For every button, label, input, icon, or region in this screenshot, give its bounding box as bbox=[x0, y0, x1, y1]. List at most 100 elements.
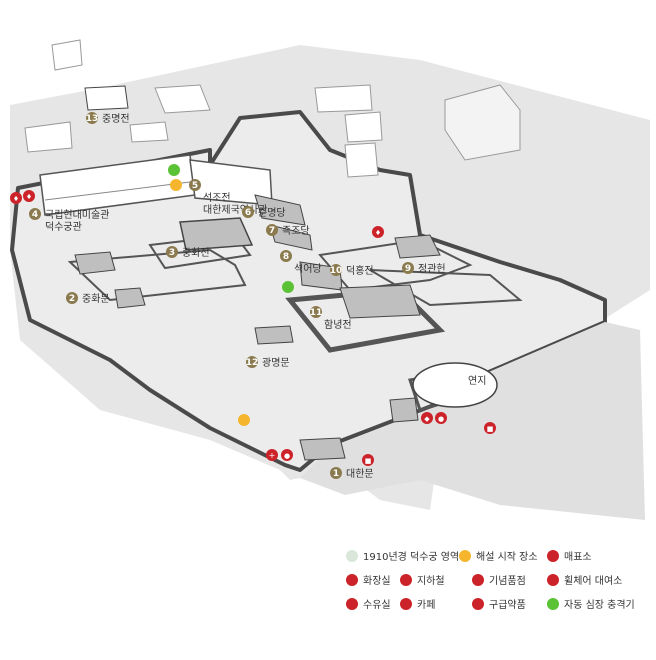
legend-item-first-aid-icon: 구급약품 bbox=[472, 598, 526, 611]
place-label: 중화전 bbox=[182, 247, 210, 259]
buildings bbox=[24, 39, 521, 461]
place-marker-3[interactable]: 3 중화전 bbox=[166, 246, 210, 259]
subway-icon[interactable]: ■ bbox=[484, 422, 496, 434]
svg-text:■: ■ bbox=[365, 457, 372, 465]
place-label: 즉조당 bbox=[282, 225, 310, 237]
legend-label: 휠체어 대여소 bbox=[564, 574, 622, 587]
place-marker-9[interactable]: 9 정관헌 bbox=[402, 262, 446, 275]
place-number: 2 bbox=[69, 294, 75, 304]
ticket-icon bbox=[547, 550, 559, 562]
restroom-icon[interactable]: ♦ bbox=[23, 190, 35, 202]
legend-item-souvenir-icon: 기념품점 bbox=[472, 574, 526, 587]
svg-text:+: + bbox=[269, 451, 276, 460]
svg-text:♦: ♦ bbox=[26, 193, 32, 201]
place-label: 중명전 bbox=[102, 113, 130, 125]
place-label: 석어당 bbox=[294, 263, 322, 275]
souvenir-icon bbox=[472, 574, 484, 586]
pond-label: 연지 bbox=[468, 375, 486, 387]
place-label: 광명문 bbox=[262, 357, 290, 369]
cafe-icon[interactable]: ◆ bbox=[421, 412, 433, 424]
restroom-icon[interactable]: ♦ bbox=[10, 192, 22, 204]
sun-icon[interactable] bbox=[238, 414, 250, 426]
legend-label: 매표소 bbox=[564, 551, 592, 563]
cafe-icon bbox=[400, 598, 412, 610]
restroom-icon bbox=[346, 574, 358, 586]
place-number: 4 bbox=[32, 210, 38, 220]
place-number: 8 bbox=[283, 252, 289, 262]
aed-icon bbox=[547, 598, 559, 610]
legend-item-restroom-icon: 화장실 bbox=[346, 574, 391, 587]
place-marker-2[interactable]: 2 중화문 bbox=[66, 292, 110, 305]
nursing-room-icon bbox=[346, 598, 358, 610]
place-number: 11 bbox=[310, 308, 323, 318]
place-label: 중화문 bbox=[82, 293, 110, 305]
place-label: 함녕전 bbox=[324, 319, 352, 331]
svg-text:♦: ♦ bbox=[13, 195, 19, 203]
pond bbox=[412, 362, 498, 408]
place-number: 1 bbox=[333, 469, 339, 479]
restroom-icon[interactable]: ♦ bbox=[372, 226, 384, 238]
place-label: 덕홍전 bbox=[346, 264, 374, 277]
legend-item-area-swatch: 1910년경 덕수궁 영역 bbox=[346, 550, 459, 563]
first-aid-icon bbox=[472, 598, 484, 610]
area-swatch bbox=[346, 550, 358, 562]
legend-label: 구급약품 bbox=[489, 599, 526, 611]
legend-item-subway-icon: 지하철 bbox=[400, 574, 445, 587]
place-marker-7[interactable]: 7 즉조당 bbox=[266, 224, 310, 237]
aed-icon[interactable] bbox=[168, 164, 180, 176]
aed-icon[interactable] bbox=[282, 281, 294, 293]
legend-label: 자동 심장 충격기 bbox=[564, 598, 635, 611]
legend-label: 해설 시작 장소 bbox=[476, 550, 538, 563]
place-label: 정관헌 bbox=[418, 263, 446, 275]
legend-item-sun-icon: 해설 시작 장소 bbox=[459, 550, 538, 563]
place-marker-8[interactable]: 8 석어당 bbox=[280, 250, 322, 275]
svg-text:●: ● bbox=[438, 415, 444, 423]
wheelchair-icon[interactable]: ● bbox=[281, 449, 293, 461]
sun-icon[interactable] bbox=[170, 179, 182, 191]
svg-text:◆: ◆ bbox=[424, 415, 430, 423]
legend-label: 지하철 bbox=[417, 574, 445, 587]
place-label: 준명당 bbox=[258, 207, 286, 219]
place-number: 5 bbox=[192, 181, 198, 191]
place-label: 석조전 bbox=[203, 192, 231, 204]
subway-icon bbox=[400, 574, 412, 586]
legend-label: 화장실 bbox=[363, 575, 391, 587]
legend-item-ticket-icon: 매표소 bbox=[547, 550, 592, 563]
first-aid-icon[interactable]: + bbox=[266, 449, 278, 461]
legend-label: 카페 bbox=[417, 599, 435, 611]
legend-item-cafe-icon: 카페 bbox=[400, 598, 435, 611]
place-number: 9 bbox=[405, 264, 411, 274]
map-facility-icons: ♦ ♦ ♦ ◆ ● ■ + ● ■ bbox=[10, 164, 496, 466]
wheelchair-icon bbox=[547, 574, 559, 586]
place-number: 13 bbox=[86, 114, 99, 124]
legend-label: 수유실 bbox=[363, 599, 391, 611]
place-label: 대한문 bbox=[346, 468, 374, 480]
ticket-icon[interactable]: ■ bbox=[362, 454, 374, 466]
place-number: 10 bbox=[330, 266, 343, 276]
place-marker-1[interactable]: 1 대한문 bbox=[330, 467, 374, 480]
sun-icon bbox=[459, 550, 471, 562]
legend-label: 1910년경 덕수궁 영역 bbox=[363, 550, 459, 563]
place-number: 3 bbox=[169, 248, 175, 258]
legend-item-aed-icon: 자동 심장 충격기 bbox=[547, 598, 635, 611]
place-number: 12 bbox=[246, 358, 259, 368]
svg-text:■: ■ bbox=[487, 425, 494, 433]
cafe-icon[interactable]: ● bbox=[435, 412, 447, 424]
historic-area bbox=[300, 322, 645, 520]
legend-item-wheelchair-icon: 휠체어 대여소 bbox=[547, 574, 622, 587]
place-number: 7 bbox=[269, 226, 275, 236]
svg-text:♦: ♦ bbox=[375, 229, 381, 237]
legend-item-nursing-room-icon: 수유실 bbox=[346, 598, 391, 611]
place-label: 국립현대미술관 bbox=[45, 208, 109, 221]
svg-text:●: ● bbox=[284, 452, 290, 460]
place-label-secondary: 덕수궁관 bbox=[45, 221, 82, 233]
